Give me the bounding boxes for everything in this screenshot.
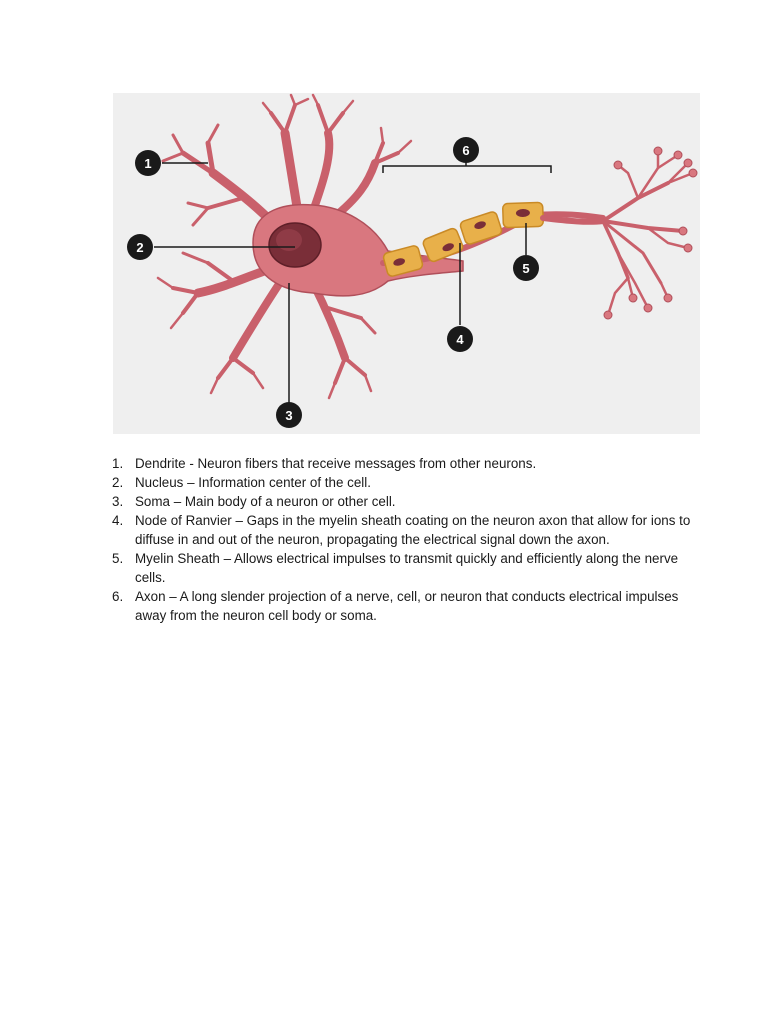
marker-4-label: 4 (456, 332, 464, 347)
axon-terminals (540, 149, 695, 317)
definition-text: Nucleus – Information center of the cell… (135, 475, 371, 490)
definition-item: 6.Axon – A long slender projection of a … (112, 589, 679, 623)
definition-item: 1.Dendrite - Neuron fibers that receive … (112, 456, 537, 471)
neuron-illustration: 1 2 3 4 5 6 (127, 93, 698, 428)
marker-1-label: 1 (144, 156, 151, 171)
definition-text: Node of Ranvier – Gaps in the myelin she… (135, 513, 691, 547)
marker-5-label: 5 (522, 261, 529, 276)
marker-2: 2 (127, 234, 153, 260)
definition-text: Dendrite - Neuron fibers that receive me… (135, 456, 537, 471)
marker-3: 3 (276, 402, 302, 428)
marker-6-label: 6 (462, 143, 469, 158)
definition-text: Axon – A long slender projection of a ne… (135, 589, 679, 623)
definition-item: 4.Node of Ranvier – Gaps in the myelin s… (112, 513, 691, 547)
marker-2-label: 2 (136, 240, 143, 255)
definitions-list: 1.Dendrite - Neuron fibers that receive … (112, 454, 692, 625)
definition-item: 2.Nucleus – Information center of the ce… (112, 475, 371, 490)
marker-5: 5 (513, 255, 539, 281)
neuron-diagram: 1 2 3 4 5 6 (113, 93, 700, 434)
marker-4: 4 (447, 326, 473, 352)
definition-text: Myelin Sheath – Allows electrical impuls… (135, 551, 679, 585)
axon-terminal-bulbs (603, 146, 698, 320)
definition-item: 3.Soma – Main body of a neuron or other … (112, 494, 396, 509)
marker-6: 6 (453, 137, 479, 163)
leader-lines (154, 162, 552, 403)
marker-3-label: 3 (285, 408, 292, 423)
myelin-sheath (382, 201, 544, 277)
definition-text: Soma – Main body of a neuron or other ce… (135, 494, 396, 509)
marker-1: 1 (135, 150, 161, 176)
definition-item: 5.Myelin Sheath – Allows electrical impu… (112, 551, 679, 585)
